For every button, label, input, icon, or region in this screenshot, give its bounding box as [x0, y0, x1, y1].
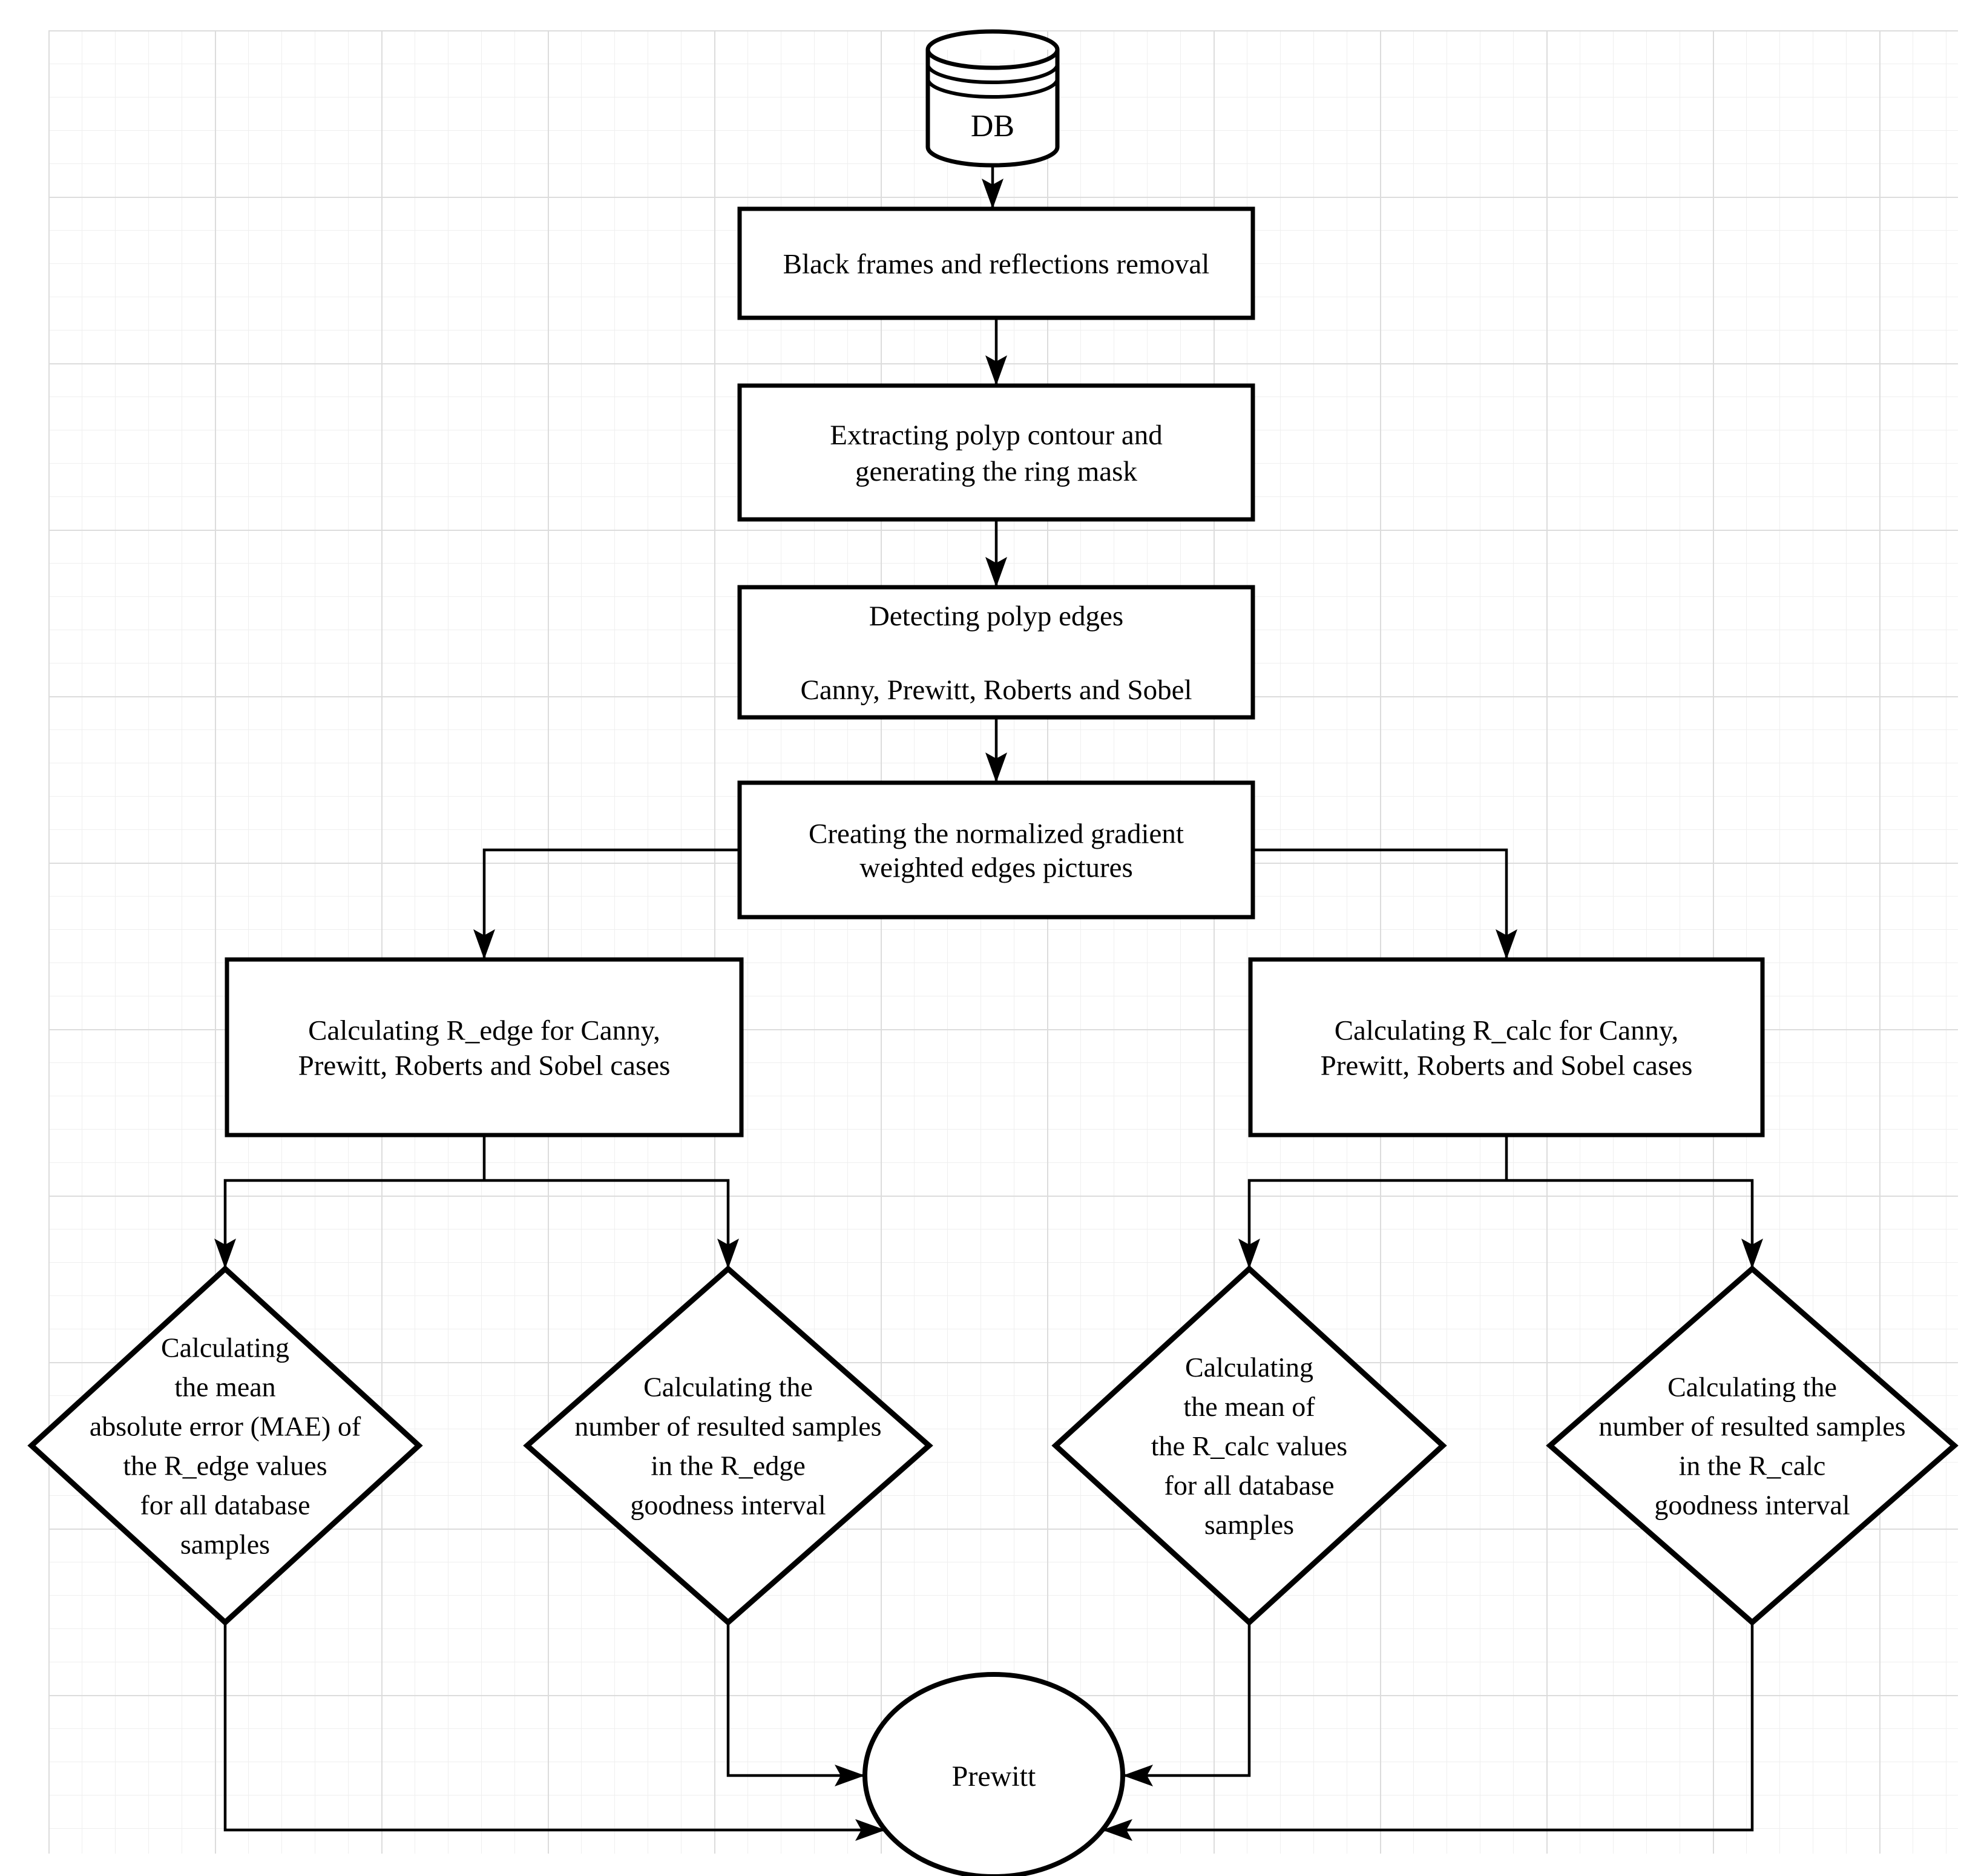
node-process-black-frames-removal	[737, 206, 1255, 320]
edge-gradient-to-r-calc	[1253, 848, 1508, 959]
edge-count-r-calc-to-prewitt	[1102, 1622, 1754, 1832]
label-line: goodness interval	[630, 1490, 826, 1521]
edge-r-edge-to-count	[484, 1179, 730, 1269]
label-line: in the R_edge	[651, 1450, 806, 1481]
label-line: the mean	[174, 1372, 275, 1403]
edge-removal-to-contour-arrowhead-icon	[985, 355, 1007, 386]
edge-mean-r-calc-to-prewitt	[1123, 1622, 1251, 1777]
label-line: Prewitt, Roberts and Sobel cases	[298, 1050, 671, 1082]
edge-mean-r-calc-to-prewitt-arrowhead-icon	[1123, 1765, 1153, 1786]
label-line: Calculating R_calc for Canny,	[1335, 1015, 1679, 1047]
node-decision-count-r-edge-interval	[523, 1265, 933, 1626]
label-line: the R_edge values	[123, 1450, 327, 1481]
node-label-decision-mae-r-edge: Calculating the mean absolute error (MAE) …	[90, 1332, 361, 1560]
node-label-process-extract-contour-ring-mask: Extracting polyp contour and generating t…	[830, 420, 1163, 487]
node-label-process-calc-r-edge: Calculating R_edge for Canny,Prewitt, Ro…	[298, 1015, 671, 1082]
node-label-db-cylinder: DB	[971, 109, 1014, 143]
edge-r-calc-to-mean-arrowhead-icon	[1238, 1239, 1260, 1269]
edge-r-edge-to-mae	[223, 1179, 484, 1269]
edge-mae-to-prewitt	[223, 1622, 885, 1832]
label-line: samples	[180, 1529, 270, 1560]
label-line: in the R_calc	[1679, 1450, 1826, 1481]
label-line: samples	[1204, 1509, 1294, 1540]
label-line: Canny, Prewitt, Roberts and Sobel	[800, 674, 1192, 706]
edge-gradient-to-r-calc-arrowhead-icon	[1496, 929, 1517, 959]
edge-r-calc-to-mean	[1247, 1179, 1506, 1269]
label-line: Prewitt	[952, 1760, 1036, 1792]
label-line: goodness interval	[1654, 1490, 1850, 1521]
node-decision-mae-r-edge	[27, 1265, 423, 1627]
label-line: for all database	[140, 1490, 310, 1521]
label-line: the mean of	[1183, 1391, 1315, 1422]
edge-count-r-calc-to-prewitt-arrowhead-icon	[1102, 1819, 1132, 1841]
label-line: Calculating	[1185, 1352, 1313, 1383]
label-line: Extracting polyp contour and	[830, 420, 1163, 451]
edge-mae-to-prewitt-arrowhead-icon	[855, 1819, 885, 1841]
node-process-detect-polyp-edges	[737, 585, 1255, 720]
edge-count-r-edge-to-prewitt	[726, 1622, 865, 1777]
node-label-decision-mean-r-calc: Calculating the mean of the R_calc values f…	[1151, 1352, 1347, 1540]
edge-count-r-edge-to-prewitt-arrowhead-icon	[835, 1765, 865, 1786]
node-label-process-calc-r-calc: Calculating R_calc for Canny,Prewitt, Ro…	[1321, 1015, 1693, 1082]
edge-db-to-removal-arrowhead-icon	[982, 179, 1003, 209]
label-line: DB	[971, 109, 1014, 143]
label-line: the R_calc values	[1151, 1430, 1347, 1461]
label-line: Calculating	[161, 1332, 289, 1363]
label-line: generating the ring mask	[855, 456, 1137, 487]
node-process-calc-r-edge	[225, 957, 744, 1137]
edge-r-calc-to-count	[1506, 1179, 1754, 1269]
node-terminator-prewitt	[862, 1672, 1125, 1876]
node-process-calc-r-calc	[1248, 957, 1765, 1137]
edge-contour-to-detect-arrowhead-icon	[985, 557, 1007, 587]
label-line: Prewitt, Roberts and Sobel cases	[1321, 1050, 1693, 1082]
label-line: weighted edges pictures	[859, 852, 1133, 884]
db-disk-line-icon	[926, 78, 1059, 99]
node-decision-mean-r-calc	[1051, 1265, 1447, 1627]
label-line: Creating the normalized gradient	[809, 818, 1184, 850]
label-line: Calculating the	[643, 1372, 813, 1403]
node-process-extract-contour-ring-mask	[737, 383, 1255, 522]
label-line: absolute error (MAE) of	[90, 1411, 361, 1442]
edge-r-calc-to-count-arrowhead-icon	[1741, 1239, 1763, 1269]
edge-r-edge-to-count-arrowhead-icon	[717, 1239, 739, 1269]
label-line: Calculating R_edge for Canny,	[308, 1015, 660, 1047]
label-line: number of resulted samples	[574, 1411, 881, 1442]
label-line: Calculating the	[1667, 1372, 1837, 1403]
edge-gradient-to-r-edge-arrowhead-icon	[473, 929, 495, 959]
node-process-create-normalized-gradient	[737, 780, 1255, 920]
edge-gradient-to-r-edge	[482, 848, 740, 959]
label-line: number of resulted samples	[1598, 1411, 1905, 1442]
node-label-decision-count-r-edge-interval: Calculating the number of resulted sample…	[574, 1372, 881, 1521]
grid-background	[48, 30, 1958, 1854]
edge-r-edge-to-mae-arrowhead-icon	[214, 1239, 236, 1269]
node-label-decision-count-r-calc-interval: Calculating the number of resulted sample…	[1598, 1372, 1905, 1521]
edge-detect-to-gradient-arrowhead-icon	[985, 752, 1007, 783]
node-decision-count-r-calc-interval	[1546, 1265, 1959, 1626]
label-line: Detecting polyp edges	[869, 601, 1123, 632]
node-label-process-black-frames-removal: Black frames and reflections removal	[783, 248, 1210, 280]
label-line: Black frames and reflections removal	[783, 248, 1210, 280]
db-disk-line-icon	[926, 64, 1059, 84]
node-label-terminator-prewitt: Prewitt	[952, 1760, 1036, 1792]
label-line: for all database	[1164, 1470, 1335, 1501]
